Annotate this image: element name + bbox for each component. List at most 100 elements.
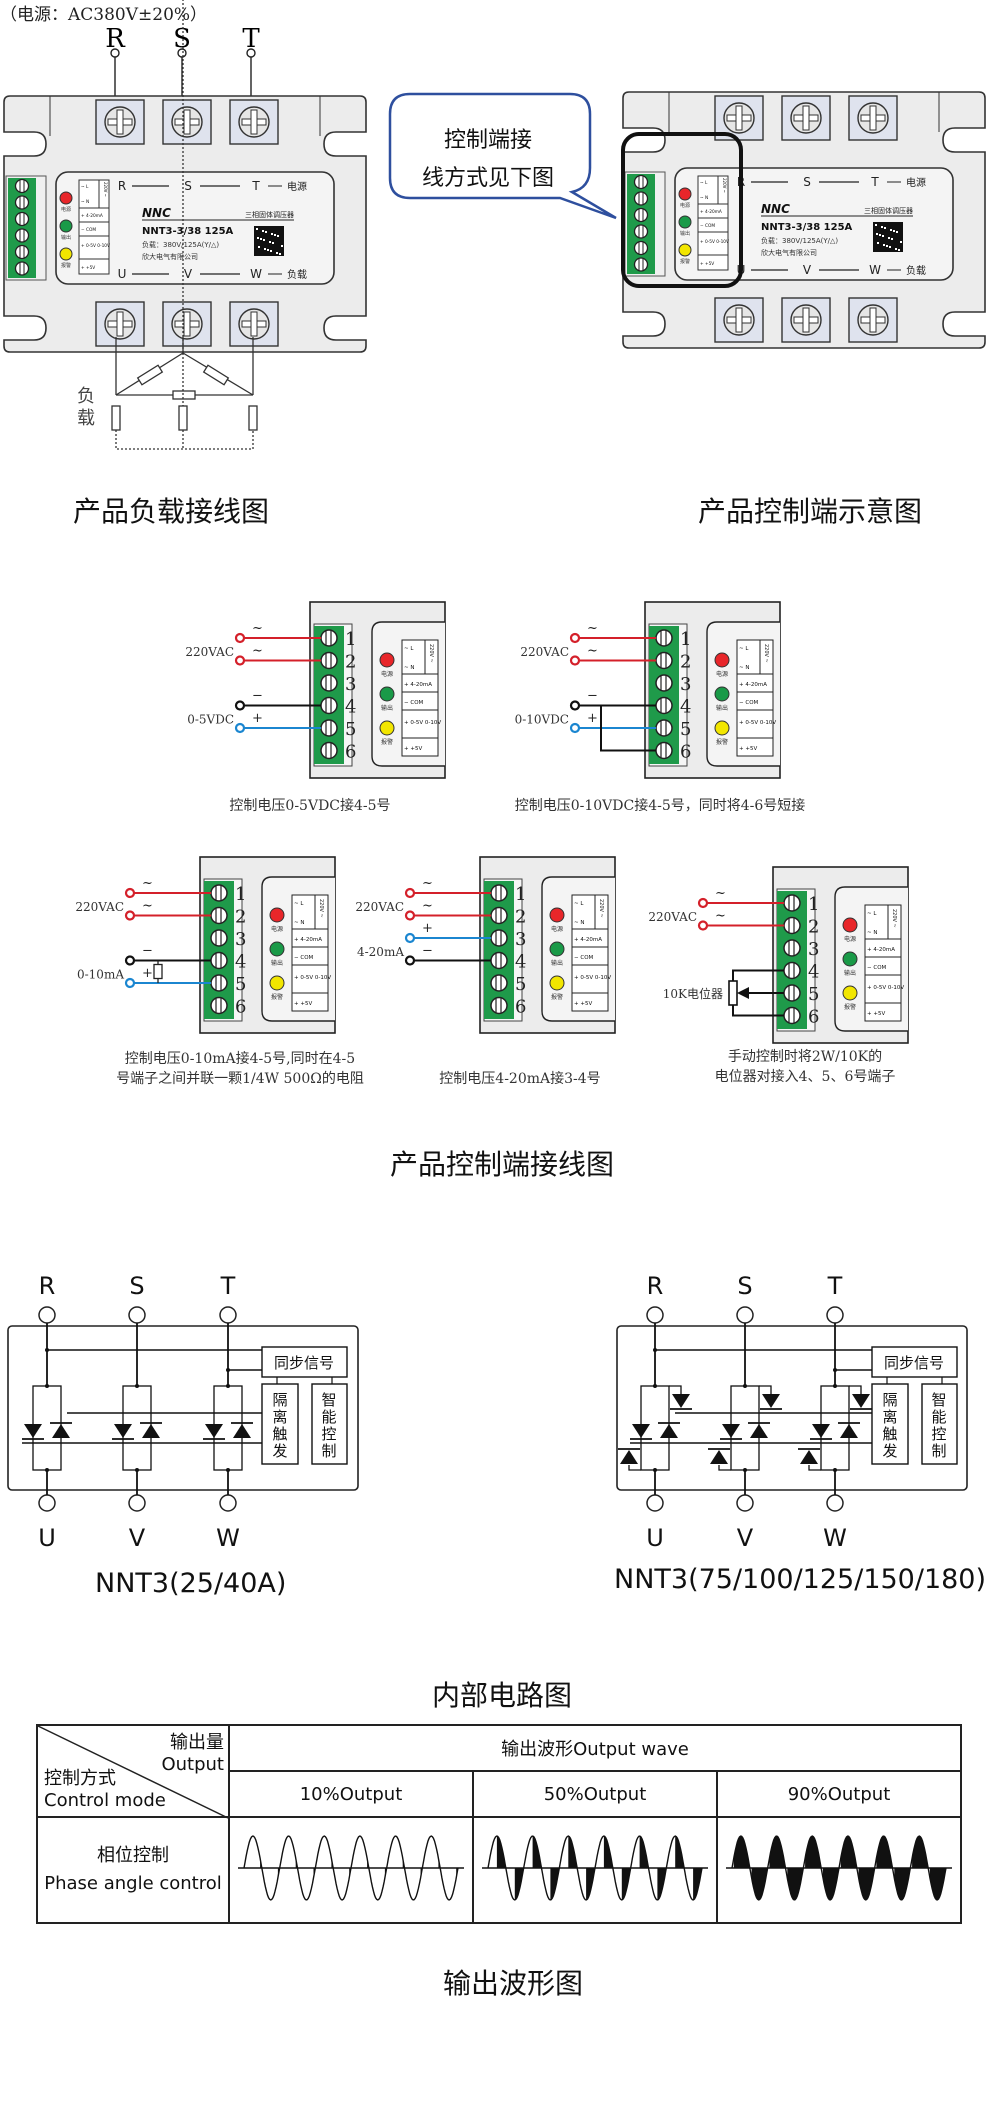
terminal-label: + +5V	[700, 261, 714, 267]
screw-icon	[490, 884, 508, 902]
signal-label: 0-5VDC	[187, 713, 234, 727]
control-label-char: 控	[931, 1425, 946, 1443]
screw-icon	[14, 211, 30, 227]
screw-icon	[655, 719, 673, 737]
screw-icon	[655, 651, 673, 670]
led-power	[842, 917, 858, 933]
input-terminal-icon	[404, 887, 416, 899]
svg-text:~: ~	[587, 644, 598, 659]
terminal-label: + 0-5V 0-10V	[700, 239, 729, 245]
led-alarm	[379, 720, 395, 736]
column-header-90: 90%Output	[716, 1770, 962, 1818]
led-power	[269, 907, 285, 923]
screw-icon	[210, 951, 228, 970]
corner-bottom-cn: 控制方式	[44, 1768, 116, 1789]
svg-text:~: ~	[715, 886, 726, 901]
screw-icon	[490, 996, 508, 1015]
terminal-number: 3	[680, 674, 691, 695]
wiring-caption-4-20ma: 控制电压4-20mA接3-4号	[370, 1069, 670, 1089]
model-number: NNT3-3/38 125A	[761, 222, 853, 233]
led-label: 输出	[381, 704, 393, 712]
terminal-circle	[646, 1306, 664, 1324]
conduction-area	[858, 1867, 875, 1900]
callout-line-2: 线方式见下图	[421, 166, 554, 191]
input-terminal-icon	[404, 932, 416, 944]
terminal-label: − COM	[81, 227, 96, 233]
led-output	[678, 215, 692, 229]
conduction-area	[876, 1835, 893, 1868]
phase-in-label: T	[220, 1272, 236, 1300]
thyristor-icon	[840, 1424, 858, 1438]
wiring-caption-0-10vdc: 控制电压0-10VDC接4-5号，同时将4-6号短接	[500, 796, 820, 816]
screw-terminal	[95, 301, 145, 347]
model-number: NNT3-3/38 125A	[142, 226, 234, 237]
conduction-area	[693, 1867, 702, 1900]
caption-line: 号端子之间并联一颗1/4W 500Ω的电阻	[116, 1071, 364, 1087]
terminal-number: 5	[515, 974, 526, 995]
terminal-label: − COM	[404, 700, 424, 706]
thyristor-icon	[233, 1424, 251, 1438]
trigger-label-char: 发	[882, 1442, 897, 1460]
thyristor-icon	[852, 1394, 870, 1408]
terminal-circle	[646, 1494, 664, 1512]
svg-text:+: +	[422, 921, 433, 936]
svg-text:~: ~	[252, 621, 263, 636]
phase-label-s: S	[173, 24, 191, 54]
led-label: 电源	[844, 935, 856, 943]
trigger-label-char: 隔	[272, 1391, 287, 1409]
screw-icon	[320, 651, 338, 670]
phase-label: T	[870, 175, 879, 189]
terminal-label: + +5V	[294, 1001, 312, 1007]
input-terminal-icon	[234, 632, 246, 644]
input-terminal-icon	[124, 977, 136, 989]
terminal-number: 4	[345, 697, 356, 718]
led-alarm	[269, 975, 285, 991]
conduction-area	[603, 1835, 613, 1868]
terminal-number: 5	[808, 984, 819, 1005]
screw-icon	[210, 996, 228, 1015]
led-alarm	[549, 975, 565, 991]
terminal-number: 4	[680, 697, 691, 718]
screw-icon	[783, 961, 801, 980]
circuit-enclosure	[616, 1325, 968, 1491]
wiring-caption-pot: 手动控制时将2W/10K的电位器对接入4、5、6号端子	[640, 1047, 970, 1087]
product-type: 三相固体调压器	[864, 206, 913, 215]
thyristor-icon	[114, 1424, 132, 1438]
led-label: 电源	[271, 925, 283, 933]
wiring-caption-0-5vdc: 控制电压0-5VDC接4-5号	[180, 796, 440, 816]
phase-out-label: W	[823, 1524, 847, 1552]
terminal-label: − COM	[700, 223, 715, 229]
terminal-number: 4	[808, 962, 819, 983]
svg-text:~: ~	[252, 644, 263, 659]
terminal-circle	[736, 1306, 754, 1324]
trigger-label-char: 触	[882, 1425, 897, 1443]
smart-control-block	[311, 1383, 348, 1465]
terminal-label: + +5V	[739, 746, 757, 752]
terminal-label: + 4-20mA	[739, 682, 767, 688]
phase-group-label: 负载	[906, 264, 926, 277]
svg-text:~: ~	[422, 876, 433, 891]
trigger-label-char: 离	[272, 1408, 287, 1426]
terminal-label: ~ N	[867, 930, 877, 936]
resistor-icon	[136, 364, 164, 386]
callout-bubble	[388, 92, 617, 220]
load-network	[111, 0, 258, 450]
terminal-number: 2	[680, 652, 691, 673]
terminal-label: + 0-5V 0-10V	[574, 975, 611, 981]
screw-terminal	[848, 95, 898, 141]
terminal-label: + 4-20mA	[294, 937, 322, 943]
conduction-area	[639, 1835, 649, 1868]
wave-cell-50	[472, 1816, 718, 1924]
conduction-area	[621, 1867, 631, 1900]
led-label: 输出	[680, 230, 690, 237]
thyristor-icon	[762, 1394, 780, 1408]
conduction-area	[929, 1867, 946, 1900]
terminal-label: + 4-20mA	[404, 682, 432, 688]
terminal-circle	[219, 1494, 237, 1512]
screw-icon	[14, 261, 30, 276]
terminal-number: 2	[235, 907, 246, 928]
